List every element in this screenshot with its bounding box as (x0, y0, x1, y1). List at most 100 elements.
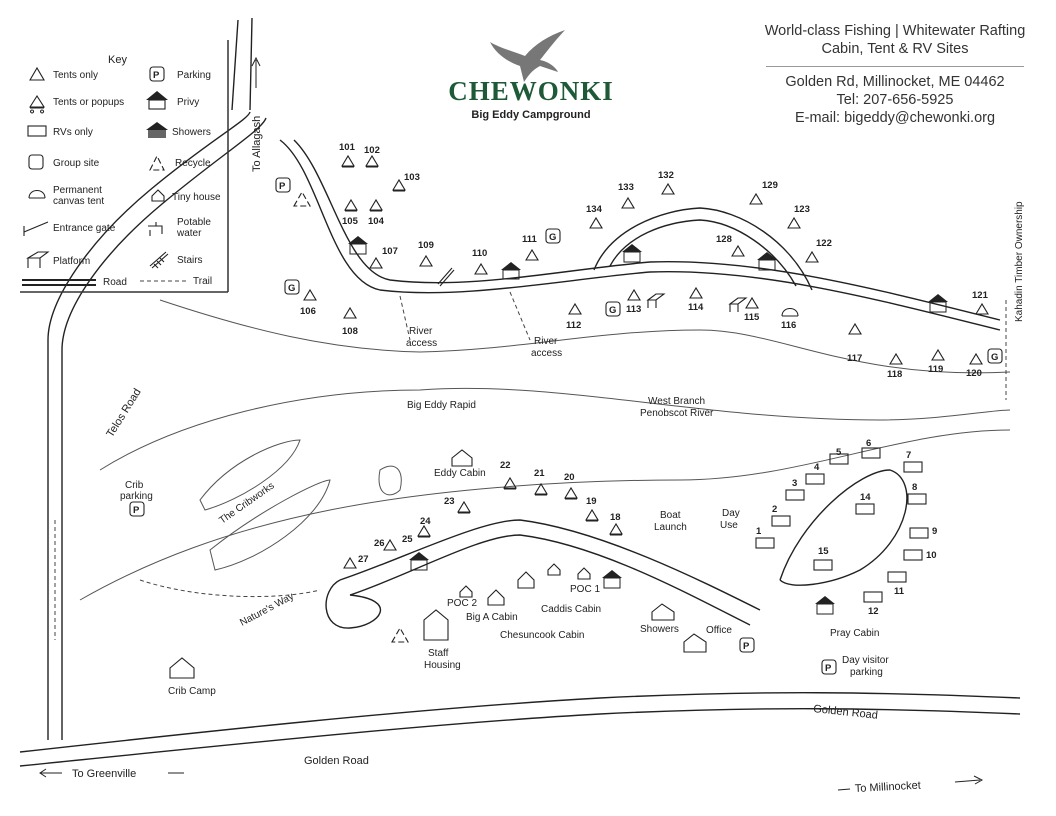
svg-text:22: 22 (500, 460, 511, 471)
upper-loop-road (593, 207, 813, 291)
svg-text:26: 26 (374, 538, 385, 549)
svg-text:15: 15 (818, 546, 829, 557)
parking-sign-day-visitor (821, 659, 837, 675)
platform-113 (646, 293, 666, 308)
svg-text:109: 109 (418, 240, 434, 251)
showers-icon (146, 122, 168, 130)
svg-text:112: 112 (566, 320, 581, 331)
label-river-access-1a: River (409, 326, 433, 337)
svg-text:5: 5 (836, 447, 842, 458)
golden-road-south-edge (19, 708, 1021, 767)
svg-text:2: 2 (772, 504, 777, 515)
tent-only-icon (29, 66, 45, 81)
label-big-eddy-rapid: Big Eddy Rapid (407, 400, 476, 411)
svg-text:128: 128 (716, 234, 732, 245)
potable-water-icon (148, 222, 163, 236)
label-office: Office (706, 625, 732, 636)
svg-text:14: 14 (860, 492, 871, 503)
showers-icon-body (148, 130, 166, 138)
svg-text:121: 121 (972, 290, 989, 301)
river-south-bank (99, 387, 1011, 471)
label-river-line2: Penobscot River (640, 408, 714, 419)
svg-text:115: 115 (744, 312, 760, 323)
info-address: Golden Rd, Millinocket, ME 04462 (785, 74, 1005, 90)
label-river-access-1b: access (406, 338, 437, 349)
svg-text:10: 10 (926, 550, 937, 561)
crib-parking-sign (129, 501, 145, 517)
label-the-cribworks: The Cribworks (217, 480, 276, 526)
key-label-rvs-only: RVs only (53, 127, 93, 138)
label-crib-camp: Crib Camp (168, 686, 216, 697)
label-day-use-b: Use (720, 520, 738, 531)
svg-text:12: 12 (868, 606, 879, 617)
allagash-road (231, 17, 253, 111)
key-label-privy: Privy (177, 97, 199, 108)
label-staff-housing-a: Staff (428, 648, 449, 659)
main-road-north (279, 139, 1001, 331)
key-label-tents-popups: Tents or popups (53, 97, 124, 108)
parking-sign-north-letter: P (279, 181, 286, 192)
group-site-icon (28, 154, 44, 170)
brand-subtitle: Big Eddy Campground (471, 109, 591, 121)
svg-text:11: 11 (894, 586, 905, 597)
svg-text:27: 27 (358, 554, 369, 565)
key-label-group-site: Group site (53, 158, 100, 169)
svg-text:119: 119 (928, 364, 943, 375)
canvas-tent-116 (781, 307, 799, 317)
label-telos-road: Telos Road (104, 387, 143, 440)
parking-sign-north (275, 177, 291, 193)
label-crib-parking-2: parking (120, 491, 153, 502)
privy-icon-body (148, 99, 166, 110)
svg-text:24: 24 (420, 516, 431, 527)
tent-popup-icon (28, 94, 46, 114)
recycle-icon (149, 154, 165, 171)
label-river-access-2a: River (534, 336, 558, 347)
canvas-tent-icon (28, 189, 46, 199)
label-kahadin: Kahadin Timber Ownership (1014, 201, 1025, 322)
key-label-road: Road (103, 277, 127, 288)
arrow-to-greenville (39, 768, 184, 778)
label-golden-road-2: Golden Road (813, 703, 879, 722)
svg-text:123: 123 (794, 204, 810, 215)
svg-text:116: 116 (781, 320, 796, 331)
svg-text:G: G (549, 232, 556, 243)
info-separator (766, 66, 1024, 67)
rv-site-rectangles (755, 447, 929, 603)
east-rv-loop (779, 469, 908, 586)
svg-text:108: 108 (342, 326, 358, 337)
svg-text:8: 8 (912, 482, 917, 493)
svg-text:7: 7 (906, 450, 911, 461)
svg-text:105: 105 (342, 216, 359, 227)
label-to-allagash: To Allagash (251, 116, 263, 172)
label-river-access-2b: access (531, 348, 562, 359)
key-label-tiny-house: Tiny house (172, 192, 221, 203)
svg-text:111: 111 (522, 234, 538, 245)
label-staff-housing-b: Housing (424, 660, 461, 671)
svg-text:21: 21 (534, 468, 545, 479)
key-label-entrance-gate: Entrance gate (53, 223, 116, 234)
svg-text:25: 25 (402, 534, 413, 545)
svg-text:6: 6 (866, 438, 871, 449)
south-loop-road-inner (349, 534, 751, 626)
label-boat-launch-b: Launch (654, 522, 687, 533)
key-label-tents-only: Tents only (53, 70, 98, 81)
label-golden-road-1: Golden Road (304, 755, 369, 767)
info-line1: World-class Fishing | Whitewater Rafting (764, 23, 1026, 39)
label-to-greenville: To Greenville (72, 768, 136, 780)
parking-sign-office-letter: P (743, 641, 750, 652)
trail-river-access-2 (509, 291, 531, 341)
trail-natures-way (139, 579, 321, 598)
stairs-109 (437, 267, 455, 287)
label-river-line1: West Branch (648, 396, 705, 407)
group-site-markers: G G G G (284, 228, 1003, 364)
label-to-millinocket: To Millinocket (855, 780, 922, 795)
svg-text:132: 132 (658, 170, 674, 181)
telos-road-east-edge (61, 117, 267, 740)
entrance-gate-icon (23, 221, 49, 236)
cribworks-island-2 (209, 479, 331, 571)
tent-site-triangles (303, 182, 989, 569)
